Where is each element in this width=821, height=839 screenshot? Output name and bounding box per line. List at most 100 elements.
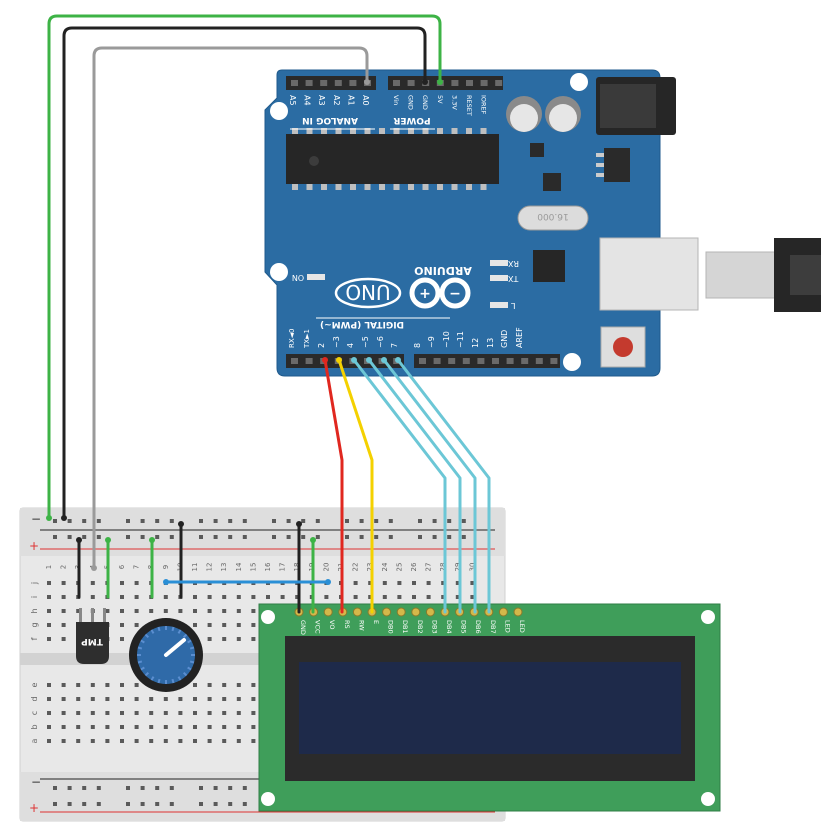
column-number: 18	[293, 563, 301, 572]
rail-hole	[67, 535, 72, 539]
chip-leg	[466, 128, 472, 134]
wire-end	[46, 515, 52, 521]
wire-gnd-black[interactable]	[62, 26, 427, 520]
lcd-pin[interactable]	[425, 607, 435, 617]
wire-rs-red[interactable]	[323, 358, 344, 614]
pot-ridge	[150, 629, 155, 634]
breadboard-hole	[207, 711, 212, 715]
header-pin[interactable]	[320, 80, 328, 86]
breadboard-hole	[236, 711, 241, 715]
voltage-regulator	[604, 148, 630, 182]
header-pin[interactable]	[433, 358, 441, 364]
rail-hole	[67, 519, 72, 523]
header-pin[interactable]	[419, 358, 426, 364]
lcd-pin[interactable]	[411, 607, 421, 617]
header-pin[interactable]	[550, 358, 558, 364]
lcd-pin[interactable]	[323, 607, 333, 617]
reset-button-cap[interactable]	[613, 337, 633, 357]
breadboard-hole	[236, 637, 241, 641]
breadboard-hole	[120, 711, 124, 715]
header-pin[interactable]	[291, 80, 298, 86]
pot-ridge	[140, 639, 145, 644]
header-pin[interactable]	[535, 358, 543, 364]
header-pin[interactable]	[480, 80, 488, 86]
wire-5v-green[interactable]	[47, 14, 442, 520]
on-label: ON	[292, 273, 304, 282]
potentiometer[interactable]	[129, 618, 203, 692]
brand-label: ARDUINO	[414, 264, 472, 277]
lcd-pin-label: DB4	[445, 620, 453, 634]
column-number: 22	[352, 563, 360, 572]
breadboard-hole	[222, 739, 227, 743]
capacitor-top	[510, 104, 538, 132]
rail-hole	[96, 519, 101, 523]
lcd-pin[interactable]	[498, 607, 508, 617]
wire-a0-gray[interactable]	[92, 46, 369, 570]
chip-leg	[437, 128, 443, 134]
rail-hole	[67, 802, 72, 806]
header-pin[interactable]	[291, 358, 298, 364]
lcd-pin-label: DB3	[430, 620, 438, 634]
row-letter: i	[30, 596, 39, 598]
digital-pin-label: ~10	[442, 331, 451, 348]
rail-hole	[126, 786, 130, 790]
wire-end	[61, 515, 67, 521]
column-number: 14	[235, 562, 243, 571]
pot-ridge	[187, 639, 192, 644]
infinity-left-icon	[409, 277, 441, 309]
header-pin[interactable]	[305, 358, 313, 364]
rail-hole	[228, 535, 233, 539]
breadboard-hole	[222, 609, 227, 613]
rail-plus-label-top: +	[29, 539, 39, 553]
lcd-pin[interactable]	[513, 607, 523, 617]
header-pin[interactable]	[334, 80, 342, 86]
crystal-oscillator	[517, 205, 589, 231]
breadboard-hole	[236, 697, 241, 701]
breadboard-hole	[295, 595, 300, 599]
wire-db7-cyan[interactable]	[396, 358, 491, 614]
breadboard-hole	[207, 609, 212, 613]
header-pin[interactable]	[495, 80, 503, 86]
header-pin[interactable]	[451, 80, 459, 86]
header-pin[interactable]	[305, 80, 313, 86]
wire-e-yellow[interactable]	[337, 358, 374, 614]
breadboard-hole	[470, 595, 475, 599]
column-number: 24	[381, 562, 389, 571]
breadboard-hole	[207, 595, 212, 599]
rail-hole	[301, 519, 306, 523]
breadboard-hole	[178, 697, 183, 701]
wire-db5-cyan[interactable]	[367, 358, 462, 614]
lcd-pin-label: LED	[518, 620, 526, 633]
wire-db4-cyan[interactable]	[352, 358, 447, 614]
wire-db6-cyan[interactable]	[382, 358, 477, 614]
pot-ridge	[182, 671, 188, 677]
header-pin[interactable]	[393, 80, 400, 86]
mount-hole	[270, 263, 288, 281]
column-number: 25	[395, 563, 403, 572]
breadboard-hole	[251, 739, 256, 743]
power-jack-inner	[600, 84, 656, 128]
lcd-pin[interactable]	[352, 607, 362, 617]
header-pin[interactable]	[448, 358, 456, 364]
tmp-body	[76, 622, 109, 664]
header-pin[interactable]	[349, 80, 357, 86]
minus-glyph: −	[449, 286, 461, 302]
lcd-pin[interactable]	[396, 607, 406, 617]
header-pin[interactable]	[506, 358, 514, 364]
header-pin[interactable]	[466, 80, 473, 86]
header-pin[interactable]	[407, 80, 415, 86]
header-pin[interactable]	[477, 358, 485, 364]
header-pin[interactable]	[521, 358, 529, 364]
lcd-pin[interactable]	[382, 607, 392, 617]
column-number: 27	[425, 563, 433, 572]
rail-hole	[53, 802, 57, 806]
chip-leg	[292, 128, 298, 134]
rail-hole	[242, 535, 247, 539]
rail-minus-label-bottom: −	[31, 775, 41, 789]
column-number: 20	[322, 563, 330, 572]
header-pin[interactable]	[492, 358, 499, 364]
wires	[47, 14, 491, 614]
header-pin[interactable]	[462, 358, 470, 364]
tmp36-sensor: TMP	[76, 608, 109, 664]
rail-hole	[447, 519, 452, 523]
